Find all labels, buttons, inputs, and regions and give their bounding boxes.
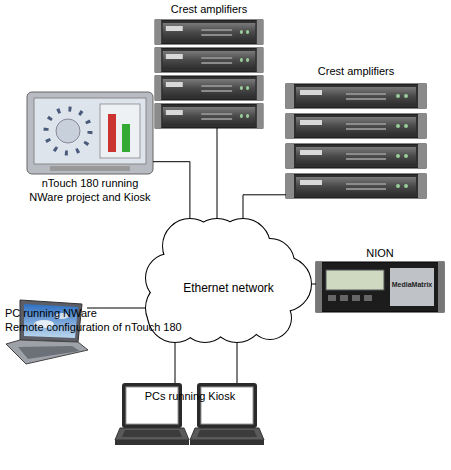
cloud-outline — [210, 288, 264, 342]
amplifier-stack — [286, 84, 426, 108]
nion-processor — [352, 295, 360, 301]
network-link — [237, 343, 238, 383]
touch-panel — [34, 98, 146, 164]
touch-panel — [50, 166, 130, 171]
amplifier-stack — [155, 104, 263, 128]
node-label: Crest amplifiers — [286, 64, 426, 78]
amplifier-stack — [286, 144, 426, 168]
cloud-outline — [148, 288, 202, 342]
nion-processor — [390, 268, 434, 306]
touch-panel — [122, 124, 130, 152]
amplifier-stack — [286, 84, 426, 198]
cloud-fill — [216, 219, 270, 273]
nion-processor — [340, 295, 348, 301]
touch-panel — [108, 114, 116, 152]
network-link — [217, 128, 218, 218]
node-label: Remote configuration of nTouch 180 — [5, 320, 205, 334]
network-link — [153, 162, 190, 218]
nion-processor — [316, 262, 444, 312]
cloud-fill — [148, 288, 202, 342]
touch-panel — [27, 92, 153, 174]
nion-processor — [438, 262, 444, 312]
node-label: nTouch 180 running NWare project and Kio… — [24, 176, 156, 204]
amplifier-stack — [286, 114, 426, 138]
amplifier-stack: Crest amplifiers — [155, 20, 263, 128]
laptop-pc — [6, 340, 88, 364]
amplifier-stack — [155, 20, 263, 128]
kiosk-laptops: PCs running Kiosk — [117, 383, 263, 447]
touch-panel — [46, 109, 90, 153]
touch-panel — [56, 119, 80, 143]
cloud-outline — [216, 219, 270, 273]
nion-processor — [364, 295, 372, 301]
amplifier-stack — [155, 76, 263, 100]
laptop-pc: PC running NWareRemote configuration of … — [5, 300, 87, 365]
nion-processor — [326, 270, 384, 290]
touch-panel: nTouch 180 running NWare project and Kio… — [27, 92, 153, 174]
nion-processor: NIONMediaMatrix — [316, 262, 444, 312]
node-label: PC running NWare — [5, 306, 205, 320]
amplifier-stack — [155, 48, 263, 72]
network-link — [312, 284, 316, 285]
node-label: Ethernet network — [165, 281, 292, 295]
network-link — [243, 195, 286, 218]
node-label: Crest amplifiers — [145, 2, 273, 16]
touch-panel — [27, 92, 153, 174]
amplifier-stack: Crest amplifiers — [286, 82, 426, 202]
amplifier-stack — [155, 20, 263, 44]
nion-processor — [316, 262, 444, 312]
network-link — [175, 343, 176, 383]
node-label: PCs running Kiosk — [107, 389, 273, 403]
nion-processor — [316, 262, 322, 312]
nion-processor — [328, 295, 336, 301]
amplifier-stack — [286, 174, 426, 198]
cloud-fill — [210, 288, 264, 342]
node-label: NION — [350, 246, 410, 260]
node-label: MediaMatrix — [390, 280, 434, 289]
laptop-pc — [18, 346, 80, 359]
touch-panel — [100, 104, 140, 158]
